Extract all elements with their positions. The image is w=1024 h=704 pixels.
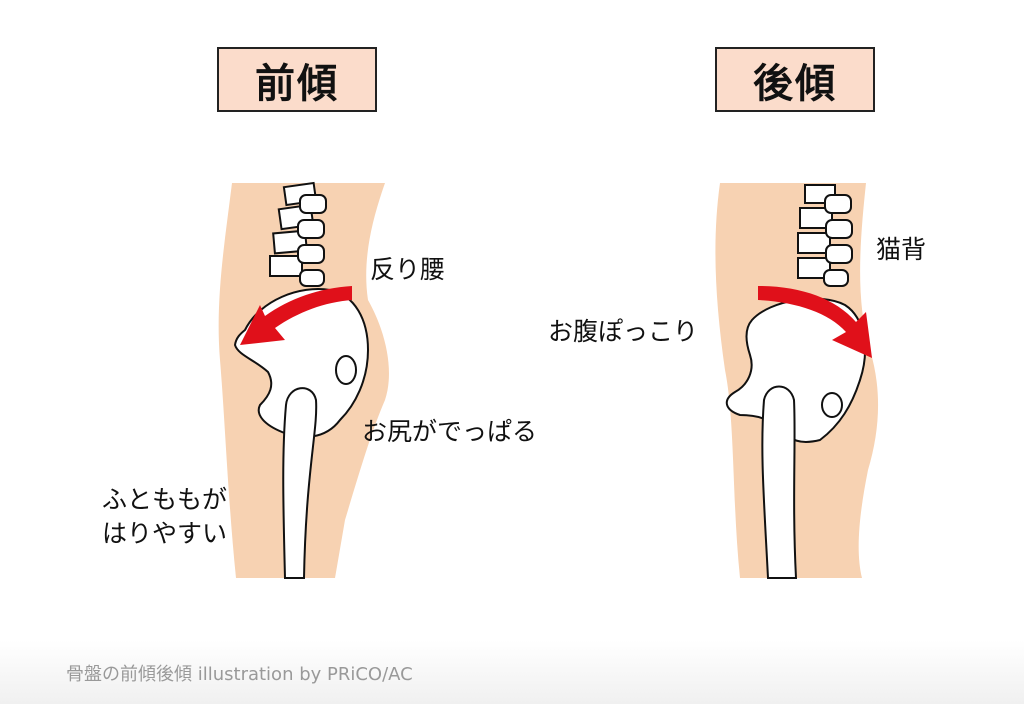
bottom-fade bbox=[0, 640, 1024, 704]
label-buttocks-protrude: お尻がでっぱる bbox=[362, 417, 538, 446]
label-thigh-line2: はりやすい bbox=[102, 519, 228, 548]
anterior-femur bbox=[282, 387, 318, 579]
anterior-rotation-arrow bbox=[240, 286, 352, 345]
anterior-tilt-title: 前傾 bbox=[217, 47, 377, 112]
posterior-rotation-arrow bbox=[758, 286, 872, 358]
label-thigh-line1: ふとももが bbox=[102, 485, 228, 514]
posterior-femur bbox=[761, 385, 798, 579]
anterior-spine bbox=[269, 181, 327, 287]
label-hunchback: 猫背 bbox=[876, 235, 927, 264]
illustration-credit: 骨盤の前傾後傾 illustration by PRiCO/AC bbox=[66, 664, 413, 685]
label-sway-back: 反り腰 bbox=[370, 255, 446, 284]
posterior-spine bbox=[797, 184, 853, 287]
label-belly-bulge: お腹ぽっこり bbox=[548, 317, 699, 346]
posterior-tilt-title: 後傾 bbox=[715, 47, 875, 112]
